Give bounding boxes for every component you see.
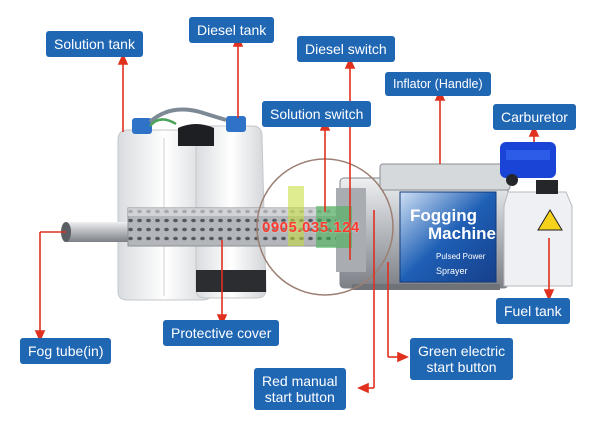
panel-title-2: Machine	[428, 224, 497, 243]
machine-panel	[399, 191, 497, 283]
fuel-tank-shape	[503, 180, 573, 287]
watermark-logo	[288, 186, 352, 248]
label-red-start-button: Red manual start button	[254, 368, 346, 411]
panel-label: Sprayer	[436, 266, 468, 276]
tank-base	[196, 270, 266, 292]
label-carburetor: Carburetor	[493, 104, 576, 131]
fog-tube	[61, 222, 136, 242]
pointer-arrows	[34, 35, 555, 394]
label-fuel-tank: Fuel tank	[496, 298, 570, 325]
tank-caps	[132, 107, 246, 146]
panel-title-1: Fogging	[410, 206, 478, 225]
label-inflator: Inflator (Handle)	[385, 72, 491, 97]
panel-subtitle: Pulsed Power	[436, 252, 486, 261]
label-fog-tube: Fog tube(in)	[20, 338, 112, 365]
label-diesel-tank: Diesel tank	[189, 17, 275, 44]
label-green-start-button: Green electric start button	[410, 338, 514, 381]
label-diesel-switch: Diesel switch	[297, 36, 395, 63]
label-protective-cover: Protective cover	[163, 320, 280, 347]
label-solution-switch: Solution switch	[262, 101, 372, 128]
label-solution-tank: Solution tank	[46, 31, 143, 58]
carburetor-shape	[500, 142, 556, 186]
watermark-phone: 0905.035.124	[262, 219, 360, 236]
stands	[352, 284, 500, 290]
